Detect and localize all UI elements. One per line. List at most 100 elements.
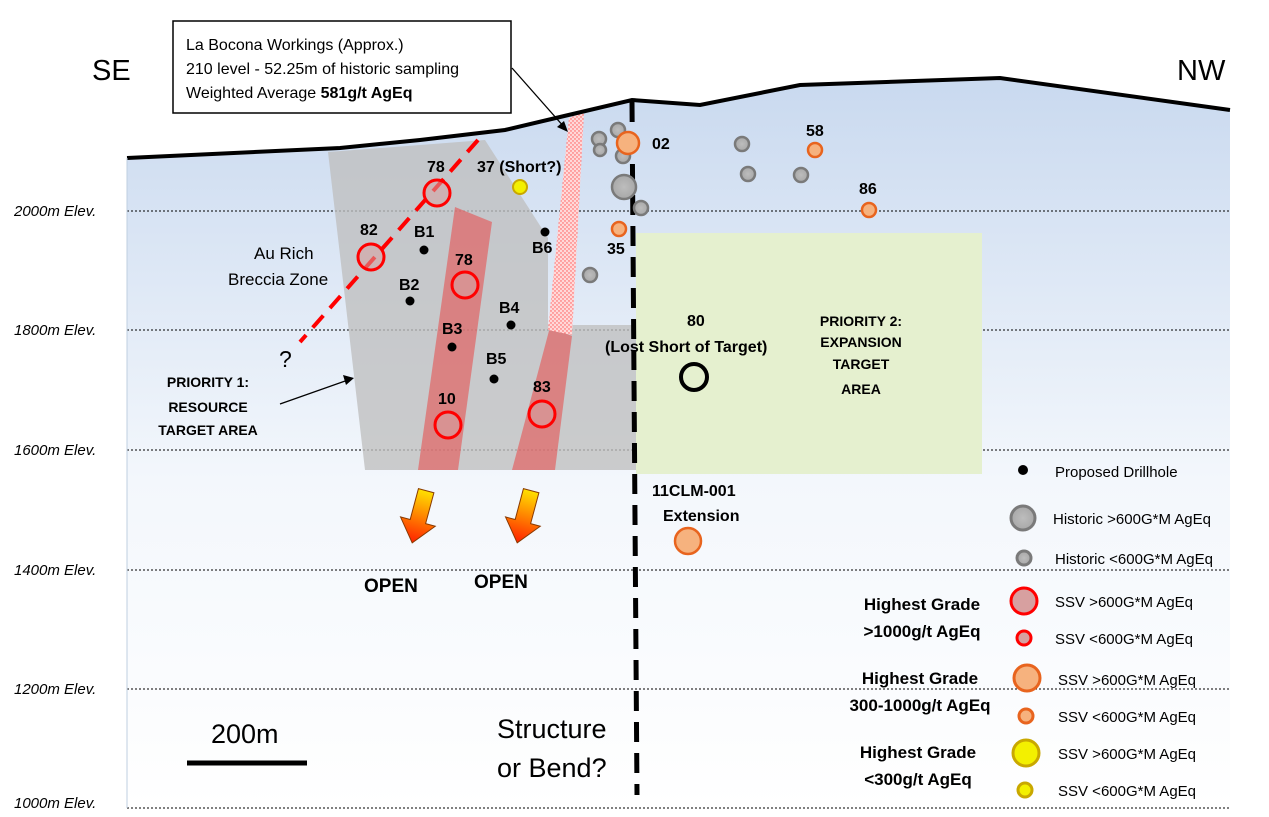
legend-g1-line1: Highest Grade [864,595,980,614]
label-78a: 78 [427,159,445,176]
priority1-pointer-arrowhead [343,375,354,385]
svg-text:PRIORITY 2:: PRIORITY 2: [820,313,902,329]
ssv-hole-37 [512,179,528,195]
historic-hole [632,199,650,217]
label-80: 80 [687,313,705,330]
svg-text:TARGET AREA: TARGET AREA [158,422,258,438]
ssv-hole-78a [422,178,452,208]
structure-label-1: Structure [497,714,607,744]
workings-band [548,112,584,335]
proposed-hole-b1 [419,245,429,255]
elevation-label: 1600m Elev. [14,442,96,459]
proposed-labels: B1 B2 B3 B4 B5 B6 [399,224,553,368]
ssv-hole-ext [673,526,703,556]
legend-yellow-big-marker [1011,738,1041,768]
zone-label-1: Au Rich [254,244,314,263]
legend-orange-small-marker [1017,707,1035,725]
ssv-hole-02 [615,130,641,156]
open-label-right: OPEN [474,572,528,593]
legend-g2-line1: Highest Grade [862,669,978,688]
legend-orange-small: SSV <600G*M AgEq [1058,709,1196,726]
legend-orange-big-marker [1012,663,1042,693]
breccia-trend-line [298,138,480,344]
callout-line-3: Weighted Average [186,85,321,102]
legend-orange-big: SSV >600G*M AgEq [1058,672,1196,689]
label-86: 86 [859,181,877,198]
svg-text:AREA: AREA [841,381,881,397]
svg-text:TARGET: TARGET [833,356,890,372]
priority2-zone [636,233,982,474]
legend-red-small-marker [1015,629,1033,647]
direction-se: SE [92,55,131,87]
label-b3: B3 [442,321,463,338]
label-82: 82 [360,222,378,239]
fault-line [629,101,640,796]
historic-hole [592,142,608,158]
elevation-label: 1800m Elev. [14,322,96,339]
proposed-hole-b2 [405,296,415,306]
structure-label-2: or Bend? [497,753,607,783]
proposed-hole-b6 [540,227,550,237]
legend-hist-big-marker [1009,504,1037,532]
legend-proposed-marker [1018,465,1028,475]
legend-red-big-marker [1009,586,1039,616]
label-80-note: (Lost Short of Target) [605,339,767,356]
ssv-hole-10 [433,410,463,440]
legend-red-small: SSV <600G*M AgEq [1055,631,1193,648]
svg-text:PRIORITY 1:: PRIORITY 1: [167,374,249,390]
legend-g2-line2: 300-1000g/t AgEq [849,696,990,715]
legend-proposed: Proposed Drillhole [1055,464,1178,481]
legend-hist-small-marker [1015,549,1033,567]
drillhole-labels: 78 37 (Short?) 02 58 86 82 78 35 80 (Los… [360,123,877,525]
legend-g3-line2: <300g/t AgEq [864,770,972,789]
historic-hole [581,266,599,284]
label-b5: B5 [486,351,507,368]
label-58: 58 [806,123,824,140]
open-label-left: OPEN [364,576,418,597]
ssv-hole-82 [356,242,386,272]
elevation-label: 1000m Elev. [14,795,96,812]
elevation-label: 1400m Elev. [14,562,96,579]
callout-line-2: 210 level - 52.25m of historic sampling [186,61,459,78]
open-arrow-left [399,487,437,544]
ssv-hole-86 [860,201,878,219]
historic-hole [792,166,810,184]
historic-hole [739,165,757,183]
legend-red-big: SSV >600G*M AgEq [1055,594,1193,611]
label-b6: B6 [532,240,553,257]
legend-yellow-big: SSV >600G*M AgEq [1058,746,1196,763]
callout-leader-arrowhead [557,121,568,132]
structure-band-right [512,327,572,470]
label-35: 35 [607,241,625,258]
structure-band-left [418,207,492,470]
ssv-hole-35 [610,220,628,238]
priority1-pointer [279,379,349,405]
ssv-hole-78b [450,270,480,300]
label-83: 83 [533,379,551,396]
ssv-red-holes [356,178,557,440]
ssv-hole-58 [806,141,824,159]
label-b1: B1 [414,224,435,241]
callout-leader [511,67,566,129]
legend-hist-big: Historic >600G*M AgEq [1053,511,1211,528]
elevation-label: 2000m Elev. [13,203,96,220]
priority2-label: PRIORITY 2: EXPANSION TARGET AREA [820,313,902,397]
proposed-hole-b4 [506,320,516,330]
historic-hole [733,135,751,153]
zone-label-2: Breccia Zone [228,270,328,289]
label-ext-2: Extension [663,508,739,525]
svg-text:Weighted Average 581g/t AgEq: Weighted Average 581g/t AgEq [186,85,413,102]
callout-line-1: La Bocona Workings (Approx.) [186,37,404,54]
historic-drillholes [581,121,810,284]
elevation-labels: 2000m Elev. 1800m Elev. 1600m Elev. 1400… [13,203,96,812]
legend-g1-line2: >1000g/t AgEq [864,622,981,641]
callout-value: 581g/t AgEq [321,85,413,102]
topography-line [126,75,1231,160]
label-37: 37 (Short?) [477,159,561,176]
label-b4: B4 [499,300,520,317]
label-02: 02 [652,136,670,153]
proposed-drillholes [405,227,550,384]
svg-text:RESOURCE: RESOURCE [168,399,247,415]
svg-text:EXPANSION: EXPANSION [820,334,901,350]
